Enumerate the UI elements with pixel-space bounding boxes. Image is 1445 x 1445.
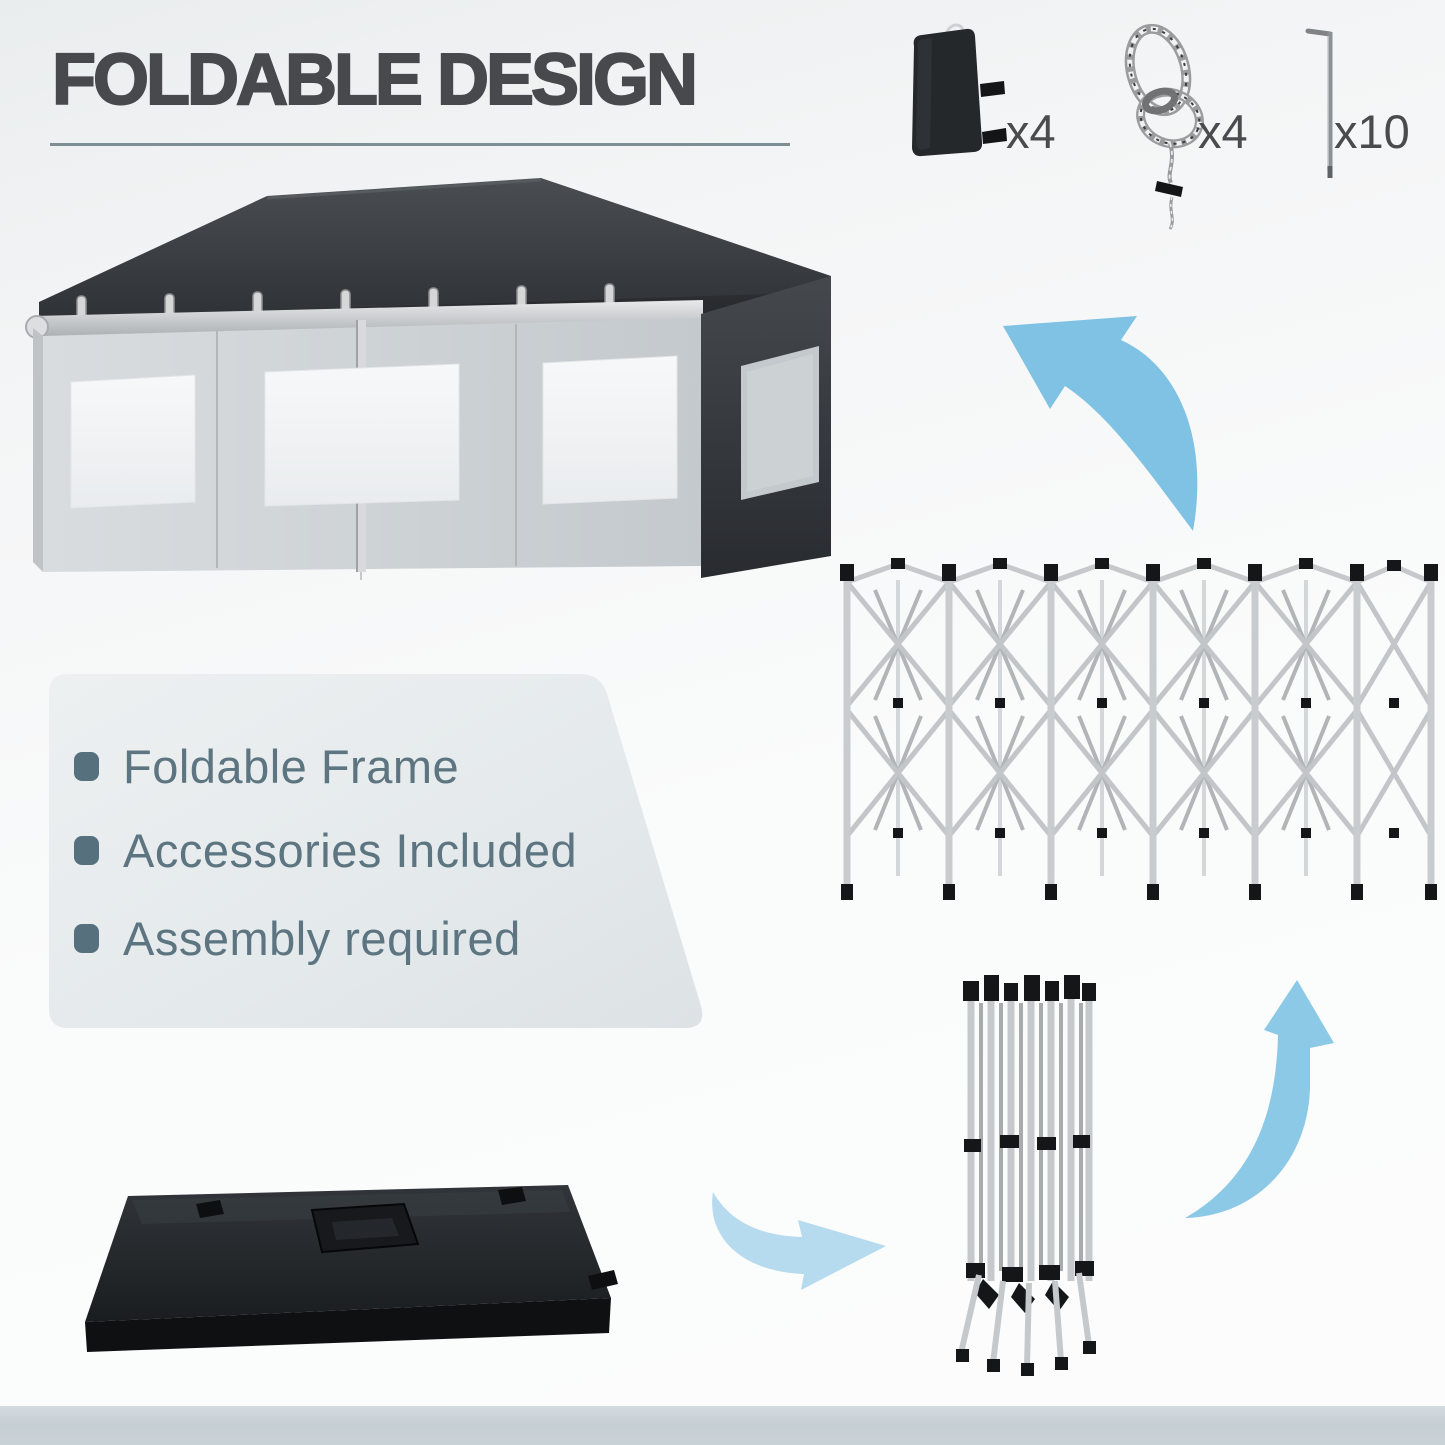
- expanded-frame-image: [840, 558, 1438, 900]
- rope-count-label: x4: [1198, 105, 1248, 158]
- rope-icon: [1124, 23, 1204, 230]
- arrow-frame-to-tent-icon: [1003, 316, 1198, 531]
- feature-item: Foldable Frame: [74, 739, 459, 793]
- arrow-bag-to-folded-icon: [712, 1192, 886, 1290]
- feature-label: Foldable Frame: [123, 739, 460, 793]
- feature-label: Assembly required: [123, 911, 521, 965]
- feature-item: Assembly required: [74, 911, 521, 965]
- feature-item: Accessories Included: [74, 823, 577, 877]
- page-title: FOLDABLE DESIGN: [51, 40, 699, 120]
- features-list: Foldable Frame Accessories Included Asse…: [40, 665, 720, 1040]
- stake-count-label: x10: [1334, 105, 1410, 158]
- bullet-square-icon: [74, 835, 99, 865]
- floor-strip: [0, 1406, 1445, 1445]
- arrow-folded-to-expanded-icon: [1185, 980, 1334, 1218]
- bullet-square-icon: [74, 751, 99, 781]
- carry-bag-image: [85, 1185, 618, 1352]
- sandbag-count-label: x4: [1006, 105, 1056, 158]
- sandbag-icon: [912, 23, 1007, 157]
- feature-label: Accessories Included: [123, 823, 578, 877]
- title-underline: [50, 143, 790, 146]
- folded-frame-image: [956, 975, 1096, 1376]
- features-box-background: [49, 674, 703, 1028]
- stake-icon: [1305, 28, 1333, 178]
- bullet-square-icon: [74, 923, 99, 953]
- canopy-tent-image: [25, 178, 831, 580]
